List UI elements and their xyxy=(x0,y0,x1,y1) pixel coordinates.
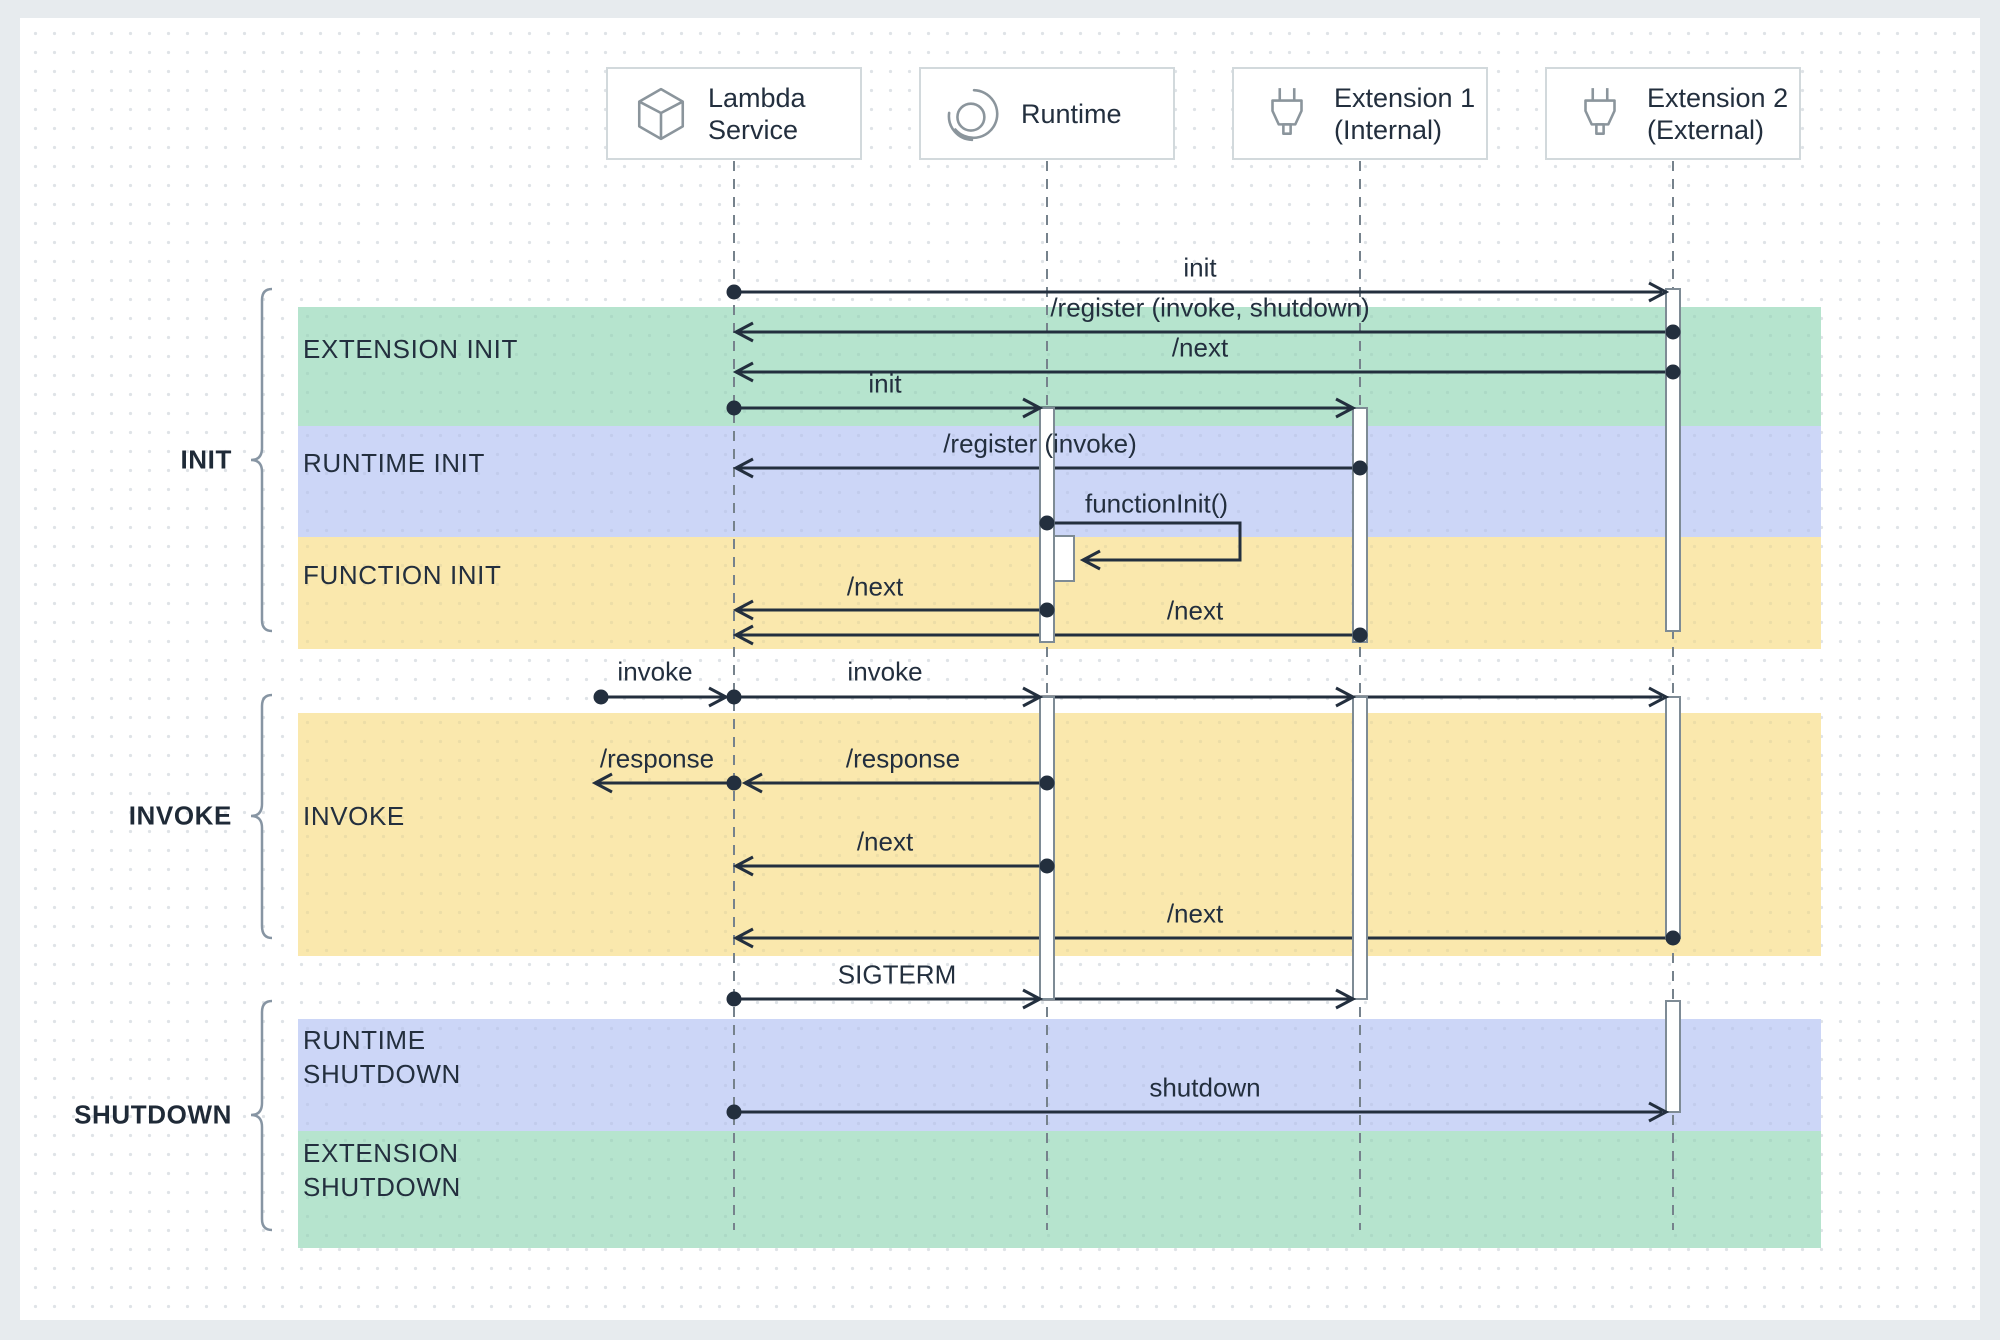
dot-next-runtime-invoke-start xyxy=(1039,858,1055,874)
band-label-invoke: INVOKE xyxy=(303,801,405,831)
actor-label: Extension 2 (External) xyxy=(1647,82,1789,145)
band-invoke xyxy=(298,713,1821,956)
arrowhead-next-runtime-invoke xyxy=(732,855,754,877)
activation-bar-ext1-invoke xyxy=(1352,696,1368,1000)
message-label-next-runtime-invoke: /next xyxy=(856,826,914,857)
dot-invoke-in-start xyxy=(593,689,609,705)
actor-label: Runtime xyxy=(1021,98,1122,129)
activation-bar-ext2-shutdown xyxy=(1665,1000,1681,1113)
message-label-sigterm: SIGTERM xyxy=(837,959,957,990)
dot-init-ext2-start xyxy=(726,284,742,300)
dot-init-runtime-start xyxy=(726,400,742,416)
arrowhead-init-ext1 xyxy=(1335,397,1357,419)
arrowhead-invoke-runtime xyxy=(1022,686,1044,708)
message-label-function-init: functionInit() xyxy=(1085,488,1229,519)
section-label-shutdown: SHUTDOWN xyxy=(74,1099,232,1130)
message-label-next-runtime-init: /next xyxy=(846,571,904,602)
activation-bar-ext2-init xyxy=(1665,288,1681,632)
dot-sigterm-start xyxy=(726,991,742,1007)
arrowhead-invoke-ext1 xyxy=(1335,686,1357,708)
actor-extension-1: Extension 1 (Internal) xyxy=(1232,67,1488,160)
brace-init xyxy=(250,287,273,633)
arrowhead-init-runtime xyxy=(1022,397,1044,419)
lambda-cube-icon xyxy=(637,87,685,140)
band-label-runtime-shutdown: RUNTIME SHUTDOWN xyxy=(303,1025,461,1089)
arrowhead-sigterm-runtime xyxy=(1022,988,1044,1010)
band-runtime-init xyxy=(298,426,1821,537)
dot-shutdown-start xyxy=(726,1104,742,1120)
arrowhead-register-invoke xyxy=(732,457,754,479)
band-label-extension-init: EXTENSION INIT xyxy=(303,334,518,364)
arrowhead-register-invoke-shutdown xyxy=(732,321,754,343)
dot-next-runtime-init-start xyxy=(1039,602,1055,618)
arrowhead-invoke-ext2 xyxy=(1648,686,1670,708)
runtime-spiral-icon xyxy=(947,88,999,141)
brace-shutdown xyxy=(250,999,273,1232)
arrowhead-init-ext2 xyxy=(1648,281,1670,303)
activation-bar-runtime-self-call xyxy=(1053,535,1075,582)
dot-next-ext2-init-start xyxy=(1665,364,1681,380)
section-label-init: INIT xyxy=(180,444,232,475)
message-label-next-ext1-init: /next xyxy=(1166,595,1224,626)
message-label-invoke-broadcast: invoke xyxy=(847,656,923,687)
brace-invoke xyxy=(250,693,273,940)
message-label-invoke-in: invoke xyxy=(617,656,693,687)
message-label-init-ext2: init xyxy=(1183,252,1217,283)
band-label-runtime-init: RUNTIME INIT xyxy=(303,448,485,478)
plug-icon xyxy=(1584,87,1616,135)
activation-bar-ext1-init xyxy=(1352,407,1368,643)
actor-extension-2: Extension 2 (External) xyxy=(1545,67,1801,160)
activation-bar-ext2-invoke xyxy=(1665,696,1681,939)
arrow-function-init-self-call xyxy=(1054,521,1242,562)
arrowhead-response-runtime xyxy=(741,772,763,794)
actor-lambda-service: Lambda Service xyxy=(606,67,862,160)
actor-label: Lambda Service xyxy=(708,82,806,145)
band-extension-shutdown xyxy=(298,1131,1821,1248)
section-label-invoke: INVOKE xyxy=(128,800,232,831)
message-label-next-ext2-invoke: /next xyxy=(1166,898,1224,929)
dot-next-ext1-init-start xyxy=(1352,627,1368,643)
arrowhead-shutdown-ext2 xyxy=(1648,1101,1670,1123)
arrowhead-next-ext2-invoke xyxy=(732,927,754,949)
arrowhead-sigterm-ext1 xyxy=(1335,988,1357,1010)
dot-response-out-start xyxy=(726,775,742,791)
plug-icon xyxy=(1271,87,1303,135)
arrowhead-response-out xyxy=(591,772,613,794)
dot-register-invoke-shutdown-start xyxy=(1665,324,1681,340)
dot-invoke-broadcast-start xyxy=(726,689,742,705)
arrowhead-next-runtime-init xyxy=(732,599,754,621)
message-label-response-runtime: /response xyxy=(845,743,961,774)
actor-label: Extension 1 (Internal) xyxy=(1334,82,1476,145)
message-label-register-invoke-shutdown: /register (invoke, shutdown) xyxy=(1050,292,1370,323)
dot-response-runtime-start xyxy=(1039,775,1055,791)
band-function-init xyxy=(298,537,1821,649)
message-label-register-invoke: /register (invoke) xyxy=(943,428,1137,459)
activation-bar-runtime-invoke xyxy=(1039,696,1055,1000)
band-extension-init xyxy=(298,307,1821,426)
arrowhead-invoke-in xyxy=(708,686,730,708)
band-label-extension-shutdown: EXTENSION SHUTDOWN xyxy=(303,1138,461,1202)
dot-register-invoke-start xyxy=(1352,460,1368,476)
actor-runtime: Runtime xyxy=(919,67,1175,160)
arrowhead-next-ext1-init xyxy=(732,624,754,646)
message-label-response-out: /response xyxy=(599,743,715,774)
band-label-function-init: FUNCTION INIT xyxy=(303,560,502,590)
message-label-shutdown: shutdown xyxy=(1149,1072,1261,1103)
message-label-next-ext2-init: /next xyxy=(1171,332,1229,363)
message-label-init-runtime: init xyxy=(868,368,902,399)
arrowhead-function-init xyxy=(1079,549,1101,571)
diagram-canvas xyxy=(20,18,1980,1320)
dot-next-ext2-invoke-start xyxy=(1665,930,1681,946)
arrowhead-next-ext2-init xyxy=(732,361,754,383)
dot-function-init-start xyxy=(1039,515,1055,531)
